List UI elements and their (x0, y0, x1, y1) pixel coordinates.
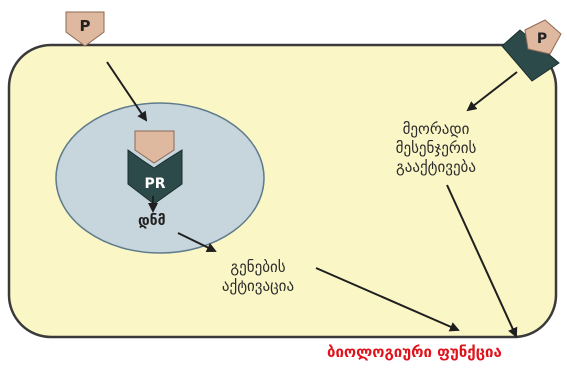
receptor-pr-label: PR (144, 176, 165, 192)
ligand-bound-icon (134, 130, 175, 164)
ligand-membrane-label: P (537, 31, 547, 47)
nuclear-receptor-icon: PR (127, 130, 183, 205)
second-messenger-line-2: მესენჯერის (395, 139, 477, 157)
arrow-receptor-to-messenger (466, 71, 518, 112)
ligand-outside-icon: P (65, 11, 105, 47)
gene-activation-label: გენების აქტივაცია (198, 258, 318, 296)
membrane-receptor-icon: P (501, 19, 562, 82)
second-messenger-line-3: გააქტივება (396, 158, 476, 176)
second-messenger-label: მეორადი მესენჯერის გააქტივება (376, 120, 496, 177)
ligand-membrane-icon: P (524, 19, 562, 55)
ligand-outside-label: P (80, 17, 91, 35)
second-messenger-line-1: მეორადი (402, 120, 470, 138)
arrow-genes-to-function (315, 267, 460, 332)
dna-label: დნმ (138, 213, 166, 229)
biological-function-label: ბიოლოგიური ფუნქცია (327, 343, 502, 361)
arrow-ligand-to-nucleus (106, 61, 148, 122)
arrow-dna-to-genes (177, 232, 217, 252)
gene-activation-line-1: გენების (230, 258, 286, 276)
gene-activation-line-2: აქტივაცია (221, 277, 295, 295)
arrow-messenger-to-function (446, 184, 518, 338)
